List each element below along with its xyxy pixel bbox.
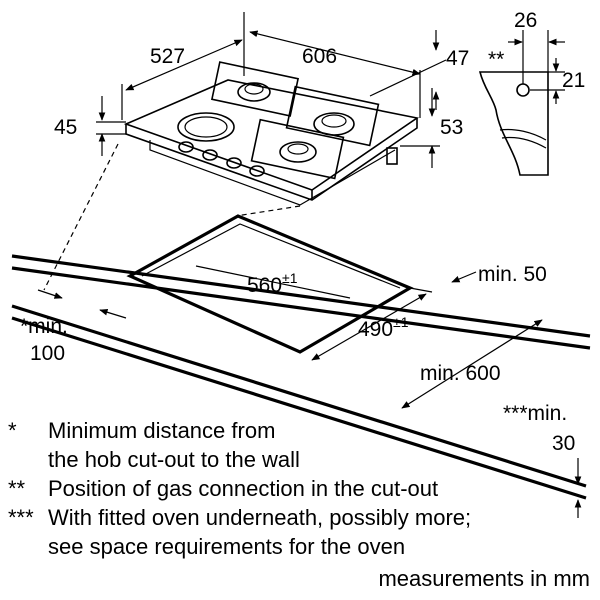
dim-min-rear: min. 50 — [478, 263, 547, 286]
pan-support-right — [285, 85, 380, 147]
worktop-front-edge — [11, 304, 587, 488]
burner-front — [279, 141, 317, 163]
dim-hob-depth: 527 — [150, 45, 185, 68]
legend-text-3b: see space requirements for the oven — [48, 534, 406, 559]
dim-gas-mark: ** — [488, 48, 504, 71]
legend-row-1b: the hob cut-out to the wall — [8, 445, 593, 474]
legend-row-2: ** Position of gas connection in the cut… — [8, 474, 593, 503]
dim-burner-offset: 47 — [446, 47, 469, 70]
dim-gas-offset-x: 26 — [514, 9, 537, 32]
legend-mark-2: ** — [8, 476, 26, 501]
legend-row-3b: see space requirements for the oven — [8, 532, 593, 561]
pan-support-left — [210, 61, 300, 117]
pan-support-front — [250, 118, 345, 180]
hotplate — [177, 112, 235, 142]
hob-dimension-lines — [96, 12, 447, 168]
worktop-dimension-lines — [37, 265, 582, 518]
dim-hob-height: 45 — [54, 116, 77, 139]
legend-text-3a: With fitted oven underneath, possibly mo… — [48, 505, 472, 530]
dim-min-wall-value: 100 — [30, 342, 65, 365]
legend-row-3: *** With fitted oven underneath, possibl… — [8, 503, 593, 532]
hob-drawing — [123, 61, 420, 206]
gas-connection-profile — [478, 30, 565, 176]
dim-min-front: min. 600 — [420, 362, 501, 385]
burner-rear — [237, 82, 271, 102]
legend-text-1a: Minimum distance from — [48, 418, 276, 443]
legend-text-2: Position of gas connection in the cut-ou… — [48, 476, 439, 501]
dim-min-thickness-value: 30 — [552, 432, 575, 455]
dim-min-wall-prefix: *min. — [20, 315, 68, 338]
legend-mark-blank — [8, 445, 48, 474]
dim-connection-height: 53 — [440, 116, 463, 139]
gas-connector — [386, 147, 398, 165]
dim-cutout-width: 560±1 — [247, 270, 298, 297]
dim-cutout-depth: 490±1 — [358, 314, 409, 341]
legend-mark-1: * — [8, 418, 17, 443]
legend-text-1b: the hob cut-out to the wall — [48, 447, 300, 472]
hob-top-plate — [123, 79, 420, 191]
legend-mark-blank-2 — [8, 532, 48, 561]
legend-mark-3: *** — [8, 505, 34, 530]
legend: * Minimum distance from the hob cut-out … — [8, 416, 593, 561]
burner-large — [313, 112, 355, 136]
dim-min-thickness-prefix: ***min. — [503, 402, 567, 425]
dim-hob-width: 606 — [302, 45, 337, 68]
units-note: measurements in mm — [378, 566, 590, 591]
legend-row-1: * Minimum distance from — [8, 416, 593, 445]
dim-gas-offset-y: 21 — [562, 69, 585, 92]
control-knobs — [178, 141, 265, 177]
